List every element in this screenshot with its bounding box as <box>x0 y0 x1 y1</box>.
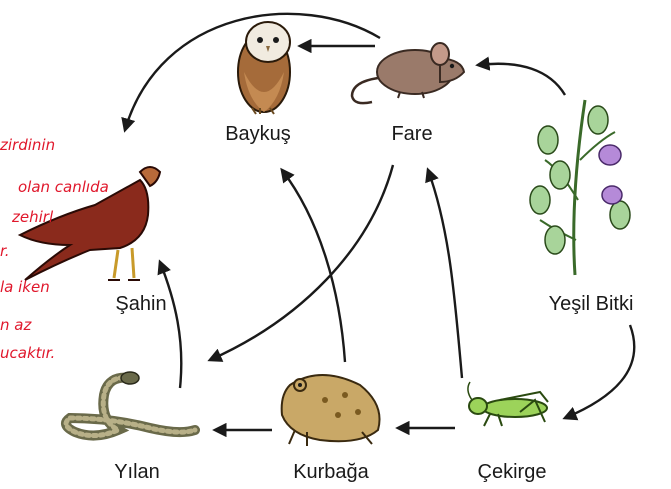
label-kurbaga: Kurbağa <box>293 461 369 483</box>
note-line-5: la iken <box>0 278 50 296</box>
frog-icon <box>282 375 380 446</box>
arrow-cekirge-to-fare <box>428 170 462 378</box>
label-baykus: Baykuş <box>225 123 291 145</box>
arrow-bitki-to-cekirge <box>565 325 634 418</box>
plant-icon <box>530 100 630 275</box>
arrow-yilan-to-sahin <box>160 262 181 388</box>
note-line-6: n az <box>0 316 32 334</box>
mouse-icon <box>352 43 464 103</box>
note-line-4: r. <box>0 242 10 260</box>
label-yilan: Yılan <box>114 461 160 483</box>
label-cekirge: Çekirge <box>478 461 547 483</box>
label-sahin: Şahin <box>115 293 166 315</box>
arrow-kurbaga-to-baykus <box>282 170 345 362</box>
snake-icon <box>66 372 195 436</box>
owl-icon <box>238 22 290 114</box>
note-line-2: olan canlıda <box>18 178 109 196</box>
note-line-1: zirdinin <box>0 136 55 154</box>
note-line-7: ucaktır. <box>0 344 55 362</box>
arrow-fare-to-yilan <box>210 165 393 360</box>
arrow-bitki-to-fare <box>478 64 565 95</box>
grasshopper-icon <box>468 382 548 426</box>
label-fare: Fare <box>391 123 432 145</box>
note-line-3: zehirl <box>11 208 54 226</box>
label-yesil-bitki: Yeşil Bitki <box>549 293 634 315</box>
